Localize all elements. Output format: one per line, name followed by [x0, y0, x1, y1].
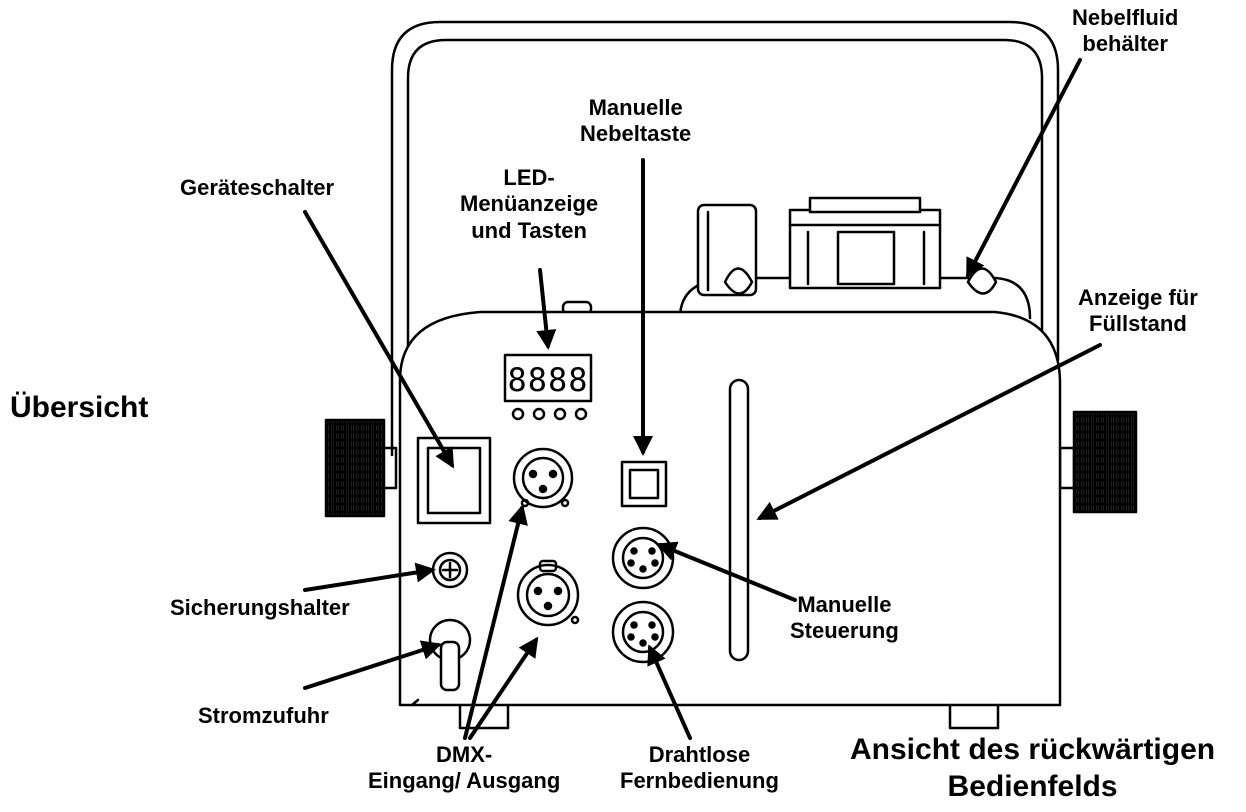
label-power-input: Stromzufuhr: [198, 703, 329, 728]
arrow-power-input: [303, 640, 442, 690]
wireless-remote-socket: [611, 600, 675, 664]
fuse-holder: [431, 551, 469, 589]
arrow-power-switch: [303, 210, 455, 469]
arrow-fuse-holder: [303, 562, 436, 592]
dmx-in-connector: [512, 447, 574, 509]
housing-feet: [410, 698, 1000, 730]
side-knobs: [324, 410, 1138, 518]
dmx-out-connector: [516, 559, 580, 627]
arrow-dmx-in: [463, 504, 528, 740]
callout-arrows: [303, 58, 1102, 740]
arrow-manual-control: [656, 541, 797, 602]
overview-title: Übersicht: [10, 391, 149, 424]
menu-buttons: [511, 407, 588, 421]
label-dmx: DMX-Eingang/ Ausgang: [368, 742, 561, 794]
fluid-tank: [561, 196, 1032, 320]
arrow-dmx-out: [468, 636, 539, 740]
arrow-fluid-tank: [966, 58, 1082, 279]
led-display: [503, 353, 593, 403]
led-digits: 8888: [507, 361, 588, 399]
fluid-level-window: [728, 378, 750, 662]
label-fuse-holder: Sicherungshalter: [170, 595, 350, 620]
arrow-wireless-remote: [647, 644, 692, 740]
carry-handle: [390, 20, 1060, 457]
label-power-switch: Geräteschalter: [180, 175, 335, 200]
arrow-led-menu: [536, 268, 557, 350]
arrow-fill-level: [756, 343, 1102, 520]
manual-fog-button: [620, 460, 668, 508]
